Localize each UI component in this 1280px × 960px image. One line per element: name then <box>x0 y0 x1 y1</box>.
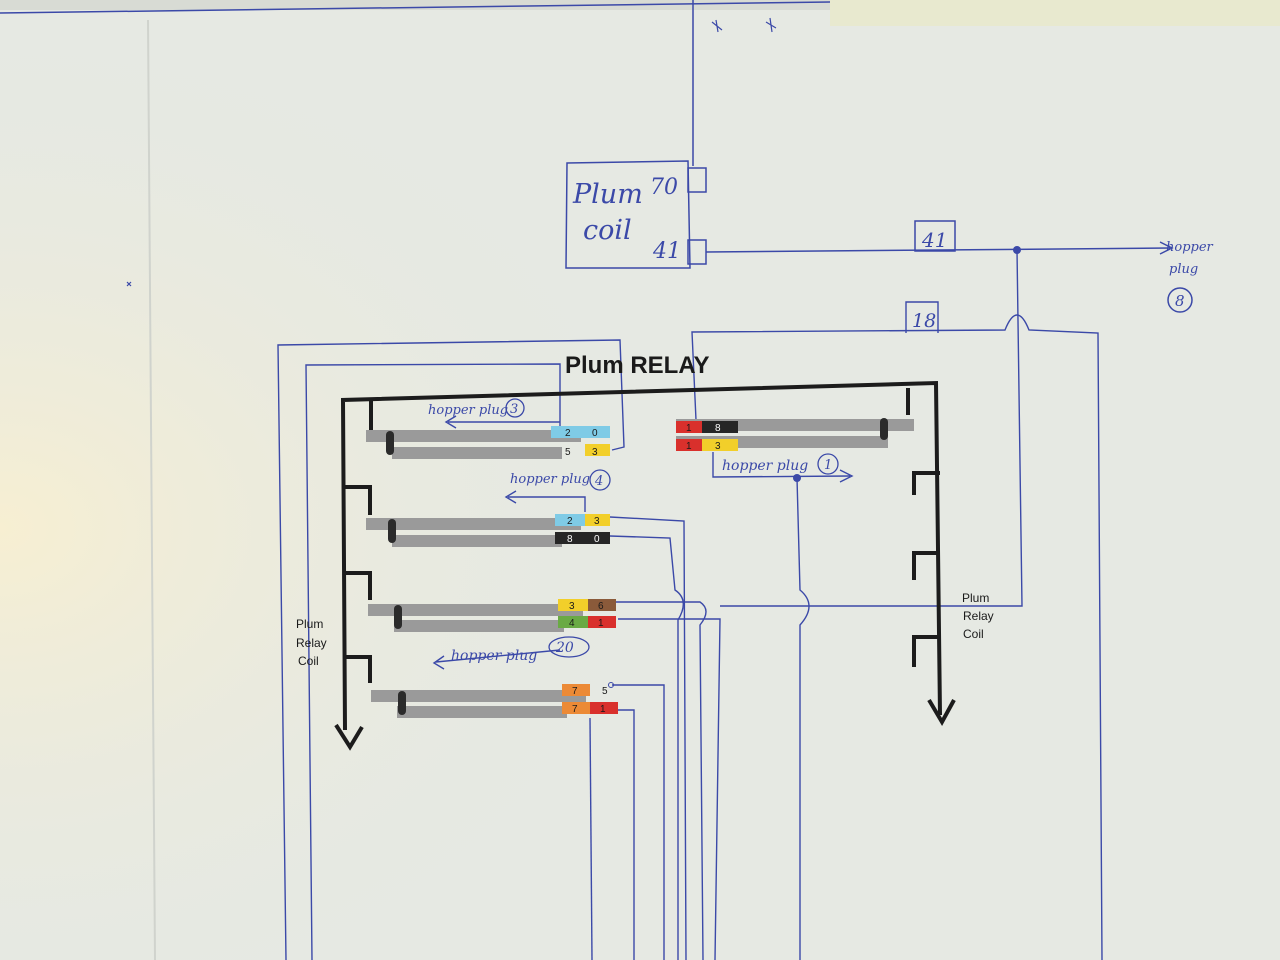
page-border-line <box>0 1 831 14</box>
sheet-fold <box>147 19 156 960</box>
hopper-plug-1-number: 1 <box>824 458 832 473</box>
junction-dot-plug1 <box>793 474 801 482</box>
pin-c4a-1: 5 <box>602 686 608 697</box>
hopper-plug-20-label: hopper plug <box>451 648 537 664</box>
coil-label-line2: coil <box>583 215 632 246</box>
relay-coil-left-2: Relay <box>296 636 327 650</box>
relay-coil-right-1: Plum <box>962 591 989 605</box>
pin-c3a-1: 6 <box>598 601 604 612</box>
pin-c2a-0: 2 <box>567 516 573 527</box>
hopper-plug-4-number: 4 <box>594 474 603 489</box>
contact-group-2: 2 3 8 0 <box>366 514 610 547</box>
relay-coil-left-3: Coil <box>298 654 319 668</box>
relay-frame <box>334 380 956 751</box>
wire-tag-41: 41 <box>921 228 947 252</box>
relay-coil-right-2: Relay <box>963 609 994 623</box>
coil-label-line1: Plum <box>572 179 643 210</box>
pin-c1a-1: 0 <box>592 428 598 439</box>
pin-c2a-1: 3 <box>594 516 600 527</box>
hopper-plug-1-circle <box>817 453 839 475</box>
hopper-plug-8-number: 8 <box>1175 292 1185 310</box>
pin-r1b-0: 1 <box>686 441 692 452</box>
contact-group-4: 7 5 7 1 <box>371 684 618 718</box>
relay-coil-right-3: Coil <box>963 627 984 641</box>
pin-c1b-0: 5 <box>565 447 571 458</box>
wire-tag-18: 18 <box>912 310 936 332</box>
pin-r1b-1: 3 <box>715 441 721 452</box>
coil-pin-70: 70 <box>650 175 678 200</box>
pin-c4b-0: 7 <box>572 704 578 715</box>
coil-pin-41: 41 <box>652 239 681 264</box>
pin-c2b-0: 8 <box>567 534 573 545</box>
pin-c1b-1: 3 <box>592 447 598 458</box>
hopper-plug-8-label-1: hopper <box>1166 240 1214 255</box>
plum-coil-box <box>565 0 707 269</box>
pin-r1a-1: 8 <box>715 423 721 434</box>
contact-group-right: 1 8 1 3 <box>676 418 914 452</box>
wire-41 <box>705 220 1174 255</box>
hopper-plug-1-label: hopper plug <box>722 458 808 474</box>
hopper-plug-20-circle <box>548 636 590 658</box>
hand-wires <box>432 415 854 960</box>
hopper-plug-8-circle <box>1167 287 1193 313</box>
pin-c4a-0: 7 <box>572 686 578 697</box>
pin-c3a-0: 3 <box>569 601 575 612</box>
outer-wires <box>277 249 1103 960</box>
hopper-plug-4-circle <box>589 469 611 491</box>
terminal-5 <box>608 682 614 688</box>
pin-c3b-0: 4 <box>569 618 575 629</box>
contact-group-3: 3 6 4 1 <box>368 599 616 632</box>
hopper-plug-3-number: 3 <box>510 402 518 417</box>
underlying-paper-edge <box>830 0 1280 26</box>
hopper-plug-3-circle <box>505 398 525 418</box>
hopper-plug-4-label: hopper plug <box>510 472 590 487</box>
contact-group-1: 2 0 5 3 <box>366 426 610 459</box>
relay-coil-left-1: Plum <box>296 617 323 631</box>
stray-pen-marks <box>126 17 777 287</box>
pin-c4b-1: 1 <box>600 704 606 715</box>
hopper-plug-20-number: 20 <box>555 640 574 656</box>
pin-c1a-0: 2 <box>565 428 571 439</box>
pin-c3b-1: 1 <box>598 618 604 629</box>
pin-r1a-0: 1 <box>686 423 692 434</box>
hopper-plug-8-label-2: plug <box>1169 262 1198 277</box>
pin-c2b-1: 0 <box>594 534 600 545</box>
relay-title: Plum RELAY <box>565 352 709 379</box>
hopper-plug-3-label: hopper plug <box>428 403 508 418</box>
